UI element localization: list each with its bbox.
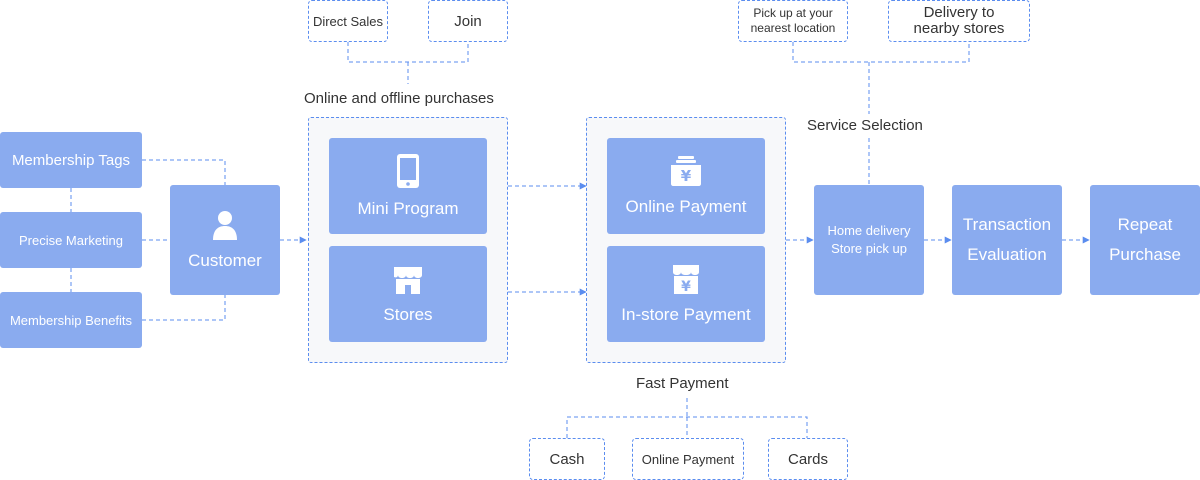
online-payment-method-text: Online Payment <box>641 451 735 467</box>
repeat-line1-text: Repeat <box>1117 215 1173 234</box>
membership-tags-box: Membership Tags <box>0 132 142 188</box>
online-offline-label: Online and offline purchases <box>304 90 494 107</box>
cash-text: Cash <box>549 450 585 468</box>
mini-program-box: Mini Program <box>329 138 487 234</box>
online-payment-method-box: Online Payment <box>632 438 744 480</box>
instore-payment-text: In-store Payment <box>621 305 751 324</box>
stores-box: Stores <box>329 246 487 342</box>
membership-benefits-box: Membership Benefits <box>0 292 142 348</box>
pickup-nearest-box: Pick up at your nearest location <box>738 0 848 42</box>
direct-sales-box: Direct Sales <box>308 0 388 42</box>
person-icon <box>213 211 237 240</box>
fast-payment-bracket <box>566 398 808 438</box>
pickup-line1-text: Pick up at your <box>753 6 833 20</box>
membership-benefits-text: Membership Benefits <box>9 312 133 328</box>
cash-box: Cash <box>529 438 605 480</box>
delivery-nearby-box: Delivery to nearby stores <box>888 0 1030 42</box>
membership-tags-text: Membership Tags <box>11 151 131 169</box>
customer-text: Customer <box>188 251 262 270</box>
store-yen-icon: ¥ <box>673 265 699 295</box>
service-selection-label: Service Selection <box>807 117 923 134</box>
cards-text: Cards <box>787 450 828 468</box>
instore-payment-box: ¥ In-store Payment <box>607 246 765 342</box>
fast-payment-label: Fast Payment <box>636 375 729 392</box>
channels-bracket <box>347 42 469 84</box>
precise-marketing-box: Precise Marketing <box>0 212 142 268</box>
transaction-evaluation-box: Transaction Evaluation <box>952 185 1062 295</box>
precise-marketing-text: Precise Marketing <box>18 232 124 248</box>
stores-text: Stores <box>383 305 433 324</box>
customer-box: Customer <box>170 185 280 295</box>
service-options-bracket <box>792 42 970 185</box>
online-payment-text: Online Payment <box>625 197 747 216</box>
svg-text:¥: ¥ <box>681 167 692 185</box>
repeat-line2-text: Purchase <box>1109 245 1181 264</box>
join-text: Join <box>454 12 482 30</box>
cash-register-icon: ¥ <box>671 156 701 186</box>
repeat-purchase-box: Repeat Purchase <box>1090 185 1200 295</box>
svg-text:¥: ¥ <box>681 279 691 295</box>
membership-tags-connector <box>142 159 226 185</box>
transaction-line2-text: Evaluation <box>967 245 1047 264</box>
join-box: Join <box>428 0 508 42</box>
mini-program-text: Mini Program <box>357 199 459 218</box>
storefront-icon <box>394 267 422 294</box>
transaction-line1-text: Transaction <box>962 215 1052 234</box>
delivery-line2-text: nearby stores <box>913 20 1005 37</box>
direct-sales-text: Direct Sales <box>312 13 384 29</box>
home-delivery-text: Home delivery <box>827 223 911 238</box>
cards-box: Cards <box>768 438 848 480</box>
delivery-line1-text: Delivery to <box>923 4 995 21</box>
online-payment-box: ¥ Online Payment <box>607 138 765 234</box>
store-pickup-text: Store pick up <box>831 241 907 256</box>
pickup-line2-text: nearest location <box>750 21 836 35</box>
service-box: Home delivery Store pick up <box>814 185 924 295</box>
phone-icon <box>397 154 419 188</box>
membership-benefits-connector <box>142 295 226 321</box>
